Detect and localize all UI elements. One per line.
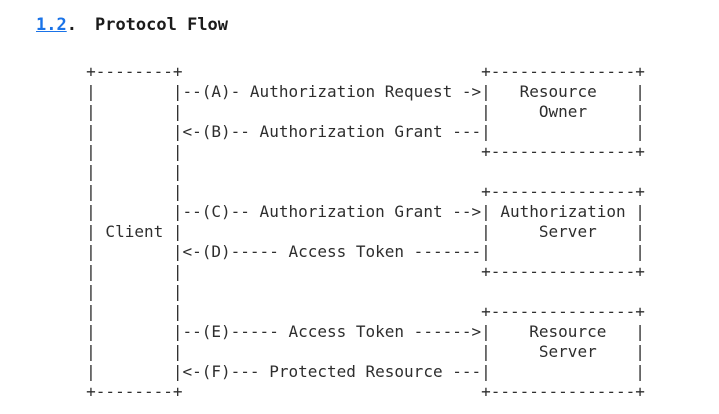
diagram-line: | | +---------------+ [38,262,645,281]
diagram-line: +--------+ +---------------+ [38,62,645,81]
diagram-line: +--------+ +---------------+ [38,382,645,401]
diagram-line: | | | Owner | [38,102,645,121]
rfc-document-page: 1.2. Protocol Flow +--------+ +----------… [36,14,719,402]
heading-title: Protocol Flow [94,15,229,35]
diagram-line: | | +---------------+ [38,142,645,161]
diagram-line: | |<-(D)----- Access Token -------| | [38,242,645,261]
diagram-line: | | | Server | [38,342,645,361]
diagram-line: | | +---------------+ [38,302,645,321]
diagram-line: | |<-(B)-- Authorization Grant ---| | [38,122,645,141]
diagram-line: | | +---------------+ [38,182,645,201]
diagram-line: | Client | | Server | [38,222,645,241]
diagram-line: | |<-(F)--- Protected Resource ---| | [38,362,645,381]
diagram-line: | | [38,162,183,181]
section-number-link[interactable]: 1.2 [36,15,67,35]
diagram-line: | | [38,282,183,301]
heading-separator: . [66,15,77,35]
protocol-flow-ascii-diagram: +--------+ +---------------+ | |--(A)- A… [38,62,719,402]
section-heading: 1.2. Protocol Flow [36,14,719,36]
diagram-line: | |--(C)-- Authorization Grant -->| Auth… [38,202,645,221]
diagram-line: | |--(E)----- Access Token ------>| Reso… [38,322,645,341]
diagram-line: | |--(A)- Authorization Request ->| Reso… [38,82,645,101]
